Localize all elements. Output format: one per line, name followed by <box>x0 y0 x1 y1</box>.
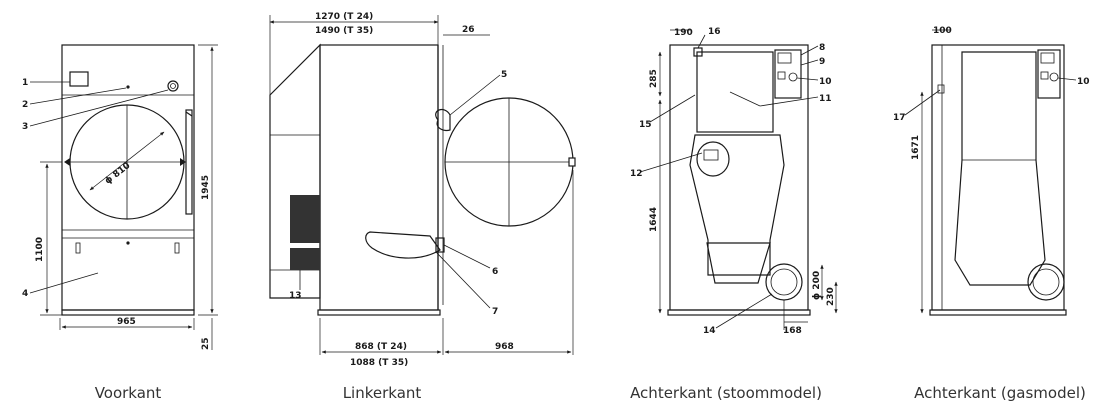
offset-dim: 26 <box>462 25 475 35</box>
door-hinge <box>185 109 193 215</box>
steam-duct <box>689 134 785 276</box>
door-height-dim: 1100 <box>35 237 45 262</box>
steam-access <box>696 141 730 177</box>
top-offset-dim: 190 <box>674 28 693 38</box>
pipe-diameter-dim: ϕ 200 <box>812 271 822 300</box>
caption-front: Voorkant <box>95 384 162 402</box>
door-swing-dim: 968 <box>495 342 514 352</box>
gas-connection-box <box>1037 49 1061 99</box>
callout-3: 3 <box>22 122 28 132</box>
callout-15: 16 <box>708 27 721 37</box>
front-base <box>61 309 195 316</box>
depth-bottom-2: 1088 (T 35) <box>350 358 408 368</box>
pipe-offset-dim: 168 <box>783 326 802 336</box>
left-view: 1270 (T 24) 1490 (T 35) 26 868 (T 24) 10… <box>269 12 576 402</box>
caption-rear-steam: Achterkant (stoommodel) <box>630 384 822 402</box>
callout-13: 13 <box>289 291 302 301</box>
callout-9: 9 <box>819 57 825 67</box>
display-panel <box>69 71 89 87</box>
width-dim: 965 <box>117 317 136 327</box>
callout-16: 15 <box>639 120 652 130</box>
vent-grille <box>290 195 320 243</box>
rear-steam-view: 190 285 1644 ϕ 200 230 168 16 8 9 10 11 … <box>630 27 838 402</box>
top-height-dim: 285 <box>649 69 659 88</box>
gas-exhaust <box>1027 263 1065 301</box>
knob <box>167 80 179 92</box>
height-dim: 1945 <box>201 175 211 200</box>
callout-8: 8 <box>819 43 825 53</box>
door-diameter-label: ϕ 810 <box>103 161 132 187</box>
side-hood <box>269 43 321 299</box>
callout-7: 7 <box>492 307 498 317</box>
rear-gas-cabinet <box>931 44 1065 311</box>
callout-12: 12 <box>630 169 643 179</box>
callout-14: 14 <box>703 326 716 336</box>
pipe-height-dim: 230 <box>826 287 836 306</box>
gas-top-offset-dim: 100 <box>933 26 952 36</box>
side-cabinet <box>319 44 439 311</box>
door-handle-open <box>365 231 441 259</box>
front-view: ϕ 810 965 1945 25 1100 1 2 3 4 Voorkant <box>22 44 218 402</box>
rear-steam-top-panel <box>696 51 774 133</box>
depth-bottom-1: 868 (T 24) <box>355 342 407 352</box>
callout-11: 11 <box>819 94 832 104</box>
indicator-dot <box>126 85 130 89</box>
caption-rear-gas: Achterkant (gasmodel) <box>914 384 1086 402</box>
depth-top-1: 1270 (T 24) <box>315 12 373 22</box>
caption-left: Linkerkant <box>343 384 422 402</box>
steam-height-dim: 1644 <box>649 207 659 232</box>
rear-gas-view: 100 1671 10 17 Achterkant (gasmodel) <box>893 26 1090 402</box>
callout-17: 17 <box>893 113 906 123</box>
depth-top-2: 1490 (T 35) <box>315 26 373 36</box>
callout-10-gas: 10 <box>1077 77 1090 87</box>
callout-6: 6 <box>492 267 498 277</box>
door-hinge-top <box>435 108 451 132</box>
door-diameter-line <box>89 131 165 191</box>
callout-5: 5 <box>501 70 507 80</box>
gas-duct <box>954 51 1046 286</box>
foot-dim: 25 <box>201 337 211 350</box>
callout-1: 1 <box>22 78 28 88</box>
steam-connection-box <box>774 49 802 99</box>
callout-2: 2 <box>22 100 28 110</box>
gas-height-dim: 1671 <box>911 135 921 160</box>
callout-10-steam: 10 <box>819 77 832 87</box>
rear-steam-cabinet <box>669 44 809 311</box>
callout-4: 4 <box>22 289 28 299</box>
front-cabinet <box>61 44 195 311</box>
